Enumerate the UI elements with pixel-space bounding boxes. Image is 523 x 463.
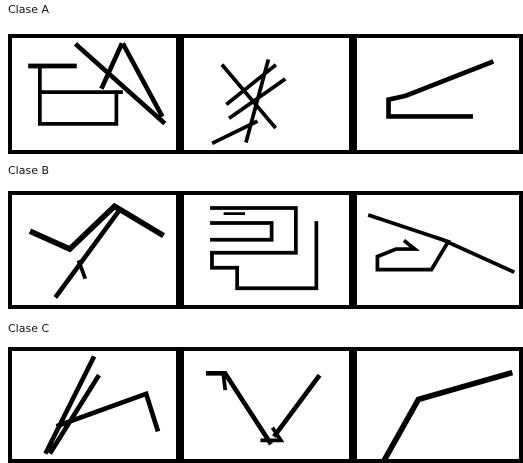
figure-line (389, 62, 492, 116)
figure-line (246, 61, 267, 140)
class-a-panel-3 (353, 34, 523, 154)
class-a-figure-3 (357, 38, 519, 150)
figure-line (40, 66, 117, 124)
class-a-figure-1 (12, 38, 176, 150)
class-c-figure-2 (184, 351, 349, 459)
class-b-label: Clase B (8, 165, 49, 177)
figure-line (212, 223, 272, 240)
class-b-figure-3 (357, 195, 519, 305)
figure-line (47, 358, 94, 451)
class-a-figure-2 (184, 38, 349, 150)
class-b-panel-3 (353, 191, 523, 309)
class-a-panel-1 (8, 34, 180, 154)
class-b-figure-1 (12, 195, 176, 305)
class-c-panel-2 (180, 347, 353, 463)
class-a-label: Clase A (8, 4, 49, 16)
figure-line (275, 377, 318, 435)
class-c-figure-3 (357, 351, 519, 459)
figure-line (208, 373, 269, 442)
class-b-panel-1 (8, 191, 180, 309)
class-c-panel-3 (353, 347, 523, 463)
class-b-panel-2 (180, 191, 353, 309)
figure-line (223, 373, 225, 388)
class-b-figure-2 (184, 195, 349, 305)
figure-line (79, 262, 85, 277)
figure-line (212, 208, 316, 288)
figure-line (385, 373, 510, 459)
figure-line (377, 238, 448, 270)
figure-line (57, 212, 119, 296)
class-c-panel-1 (8, 347, 180, 463)
class-a-panel-2 (180, 34, 353, 154)
figure-line (77, 45, 163, 122)
figure-line (370, 216, 513, 272)
class-c-label: Clase C (8, 323, 49, 335)
class-c-figure-1 (12, 351, 176, 459)
